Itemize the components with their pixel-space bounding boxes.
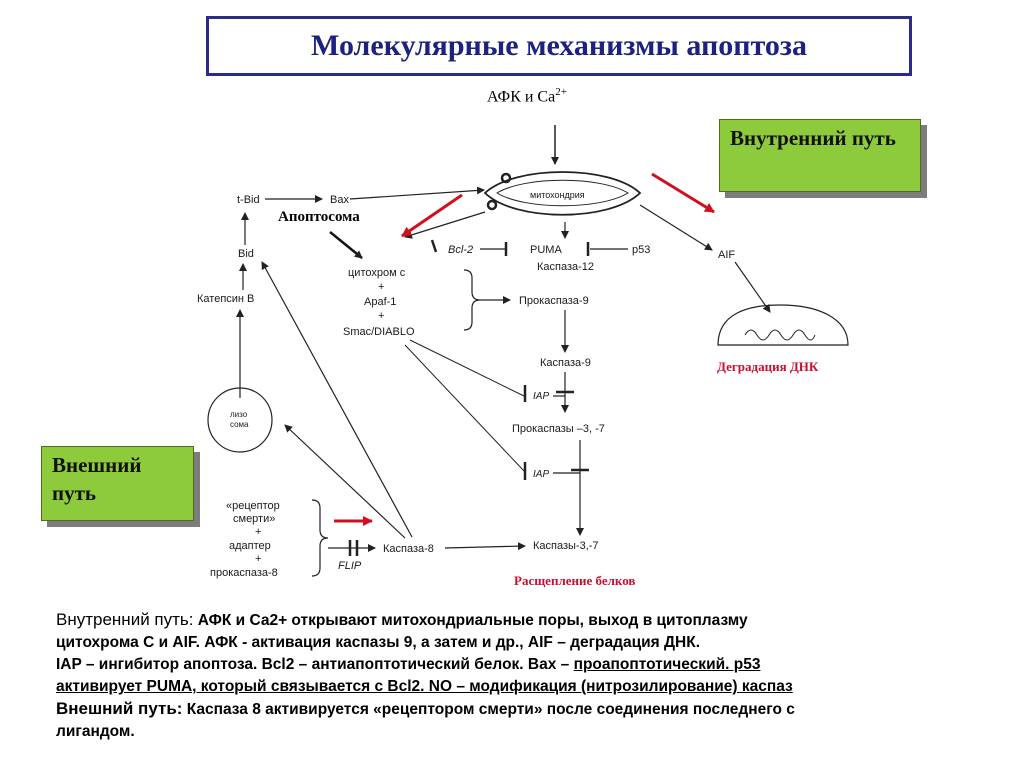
apoptosis-diagram: митохондрия t-Bid Bax Bid Катепсин В лиз… xyxy=(197,125,849,579)
bid-label: Bid xyxy=(238,248,254,260)
caspase8-label: Каспаза-8 xyxy=(383,543,434,555)
title-box: Молекулярные механизмы апоптоза xyxy=(206,16,912,76)
internal-path-box: Внутренний путь xyxy=(719,119,921,192)
lysosome-shape xyxy=(207,387,273,453)
text-line-5: Внешний путь: Каспаза 8 активируется «ре… xyxy=(56,699,795,718)
bcl2-label: Bcl-2 xyxy=(448,244,473,256)
plus-4: + xyxy=(255,553,261,565)
flip-label: FLIP xyxy=(338,560,362,572)
lysosome-label-2: сома xyxy=(230,420,249,429)
aif-label: AIF xyxy=(718,249,735,261)
plus-3: + xyxy=(255,526,261,538)
iap-label-2: IAP xyxy=(533,469,549,480)
text-line-3: IAP – ингибитор апоптоза. Bcl2 – антиапо… xyxy=(56,656,761,673)
t-bid-label: t-Bid xyxy=(237,194,260,206)
p53-label: p53 xyxy=(632,244,650,256)
external-path-box: Внешний путь xyxy=(41,446,194,521)
cathepsin-b-label: Катепсин В xyxy=(197,293,254,305)
plus-1: + xyxy=(378,281,384,293)
receptor-label-1: «рецептор xyxy=(226,500,280,512)
caspase12-label: Каспаза-12 xyxy=(537,261,594,273)
smac-label: Smac/DIABLO xyxy=(343,326,415,338)
text-line-2: цитохрома С и AIF. АФК - активация каспа… xyxy=(56,634,700,651)
mitochondria-label: митохондрия xyxy=(530,190,585,200)
slide-title: Молекулярные механизмы апоптоза xyxy=(311,29,807,62)
text-line-1: Внутренний путь: АФК и Са2+ открывают ми… xyxy=(56,610,748,629)
apaf1-label: Apaf-1 xyxy=(364,296,396,308)
nucleus-shape xyxy=(717,304,849,346)
procaspase8-label: прокаспаза-8 xyxy=(210,567,278,579)
receptor-label-2: смерти» xyxy=(233,513,275,525)
afk-ca-label: АФК и Ca2+ xyxy=(487,86,567,106)
caspases37-label: Каспазы-3,-7 xyxy=(533,540,599,552)
dna-degradation-label: Деградация ДНК xyxy=(717,359,819,374)
text-line-6: лигандом. xyxy=(56,723,135,740)
apoptosome-label: Апоптосома xyxy=(278,209,360,225)
description-text: Внутренний путь: АФК и Са2+ открывают ми… xyxy=(56,609,1016,743)
text-line-4: активирует PUMA, который связывается с B… xyxy=(56,678,793,695)
adapter-label: адаптер xyxy=(229,540,271,552)
mitochondria-shape xyxy=(483,171,642,216)
bax-label: Bax xyxy=(330,194,349,206)
cytochrome-c-label: цитохром с xyxy=(348,267,406,279)
iap-label-1: IAP xyxy=(533,391,549,402)
protein-cleavage-label: Расщепление белков xyxy=(514,573,636,588)
procaspase9-label: Прокаспаза-9 xyxy=(519,295,589,307)
plus-2: + xyxy=(378,310,384,322)
procaspases37-label: Прокаспазы –3, -7 xyxy=(512,423,605,435)
puma-label: PUMA xyxy=(530,244,562,256)
lysosome-label-1: лизо xyxy=(230,410,248,419)
caspase9-label: Каспаза-9 xyxy=(540,357,591,369)
